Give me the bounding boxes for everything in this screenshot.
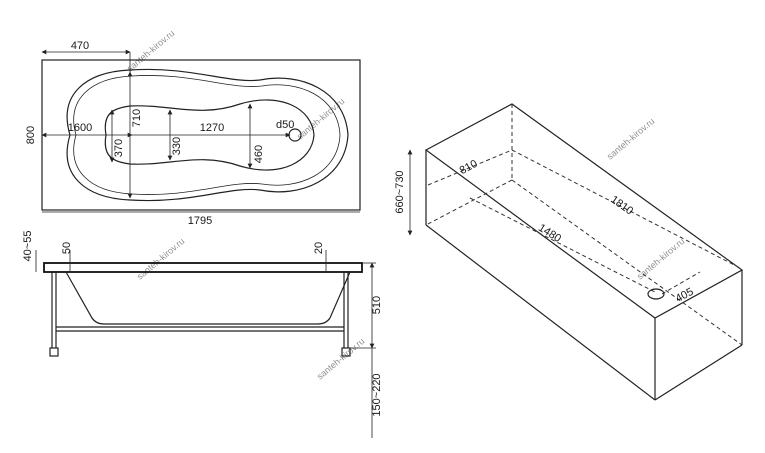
iso-view: 660~730 810 1810 1480 405 [394,103,744,401]
watermark-5: santeh-kirov.ru [605,116,657,161]
watermark-2: santeh-kirov.ru [295,96,347,141]
dim-20: 20 [313,242,325,254]
watermark-1: santeh-kirov.ru [125,28,177,73]
watermark-3: santeh-kirov.ru [135,236,187,281]
side-foot-left [49,347,59,357]
dim-470: 470 [71,40,89,52]
iso-dim-810: 810 [458,158,480,177]
dim-510: 510 [371,296,383,314]
dim-d50: d50 [276,119,294,131]
iso-drain [647,288,665,300]
iso-dim-1480: 1480 [536,222,563,245]
dim-800: 800 [25,126,37,144]
iso-dim-660-730: 660~730 [394,170,406,213]
dim-370: 370 [113,139,125,157]
iso-dim-405-line [661,271,701,295]
dim-1600: 1600 [68,122,92,134]
iso-dim-1810: 1810 [608,194,635,218]
side-view: 40~55 50 20 510 150~220 [22,231,383,438]
iso-dim-1810-line [511,149,741,269]
side-foot-right [341,347,351,357]
iso-hidden-back [511,179,743,346]
watermark-4: santeh-kirov.ru [315,336,367,381]
dim-330: 330 [171,137,183,155]
iso-top-face [424,103,744,319]
top-basin [104,99,315,171]
top-view: 470 1600 1270 d50 800 710 370 330 460 17… [25,40,361,227]
dim-50: 50 [61,242,73,254]
dim-710: 710 [131,109,143,127]
iso-bottom-front [425,224,656,401]
side-basin [65,271,351,325]
watermark-6: santeh-kirov.ru [635,236,687,281]
side-rim [43,262,363,273]
dim-40-55: 40~55 [22,231,34,262]
dim-1795: 1795 [188,215,212,227]
dim-150-220: 150~220 [371,373,383,416]
dim-460: 460 [253,145,265,163]
iso-dim-405: 405 [674,286,696,305]
iso-dim-810-line [427,149,513,186]
iso-bottom-right [654,344,743,401]
dim-1270: 1270 [200,122,224,134]
iso-hidden-left [425,179,513,226]
